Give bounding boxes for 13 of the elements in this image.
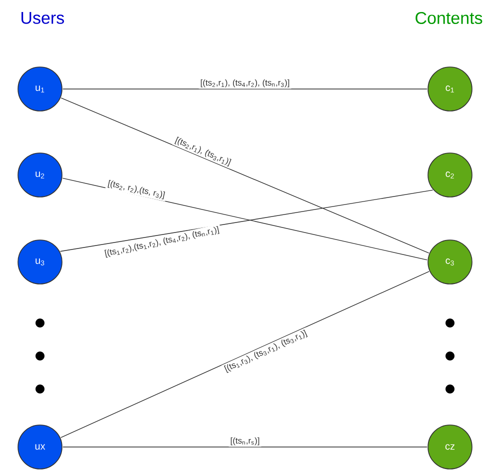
- edge-label: [(ts$_{2}$,r$_{1}$), (ts$_{4}$,r$_{2}$), (ts$_{n}$,r$_{3}$)]: [200, 79, 290, 88]
- edge-label: [(ts$_{2}$, r$_{2}$),(ts, r$_{3}$)]: [108, 180, 166, 200]
- connector-line: [60, 190, 434, 252]
- connector-line: [60, 271, 430, 438]
- edge-label: [(ts$_{1}$,r$_{2}$),(ts$_{1}$,r$_{2}$), (ts$_{4}$,r$_{2}$), (ts$_{n}$,r$_{1}$)]: [104, 226, 220, 258]
- connector-line: [62, 446, 428, 448]
- column-heading: Users: [22, 12, 64, 24]
- connector-line: [60, 98, 430, 254]
- connector-line: [62, 88, 428, 90]
- edge-label: [(ts$_{2}$,r$_{1}$), (ts$_{3}$,r$_{1}$)]: [174, 136, 232, 167]
- column-heading: Contents: [416, 12, 482, 24]
- edge-label: [(ts$_{n}$,r$_{s}$)]: [230, 437, 260, 446]
- edge-label: [(ts$_{1}$,r$_{3}$), (ts$_{3}$,r$_{1}$), (ts$_{3}$,r$_{1}$)]: [224, 330, 308, 374]
